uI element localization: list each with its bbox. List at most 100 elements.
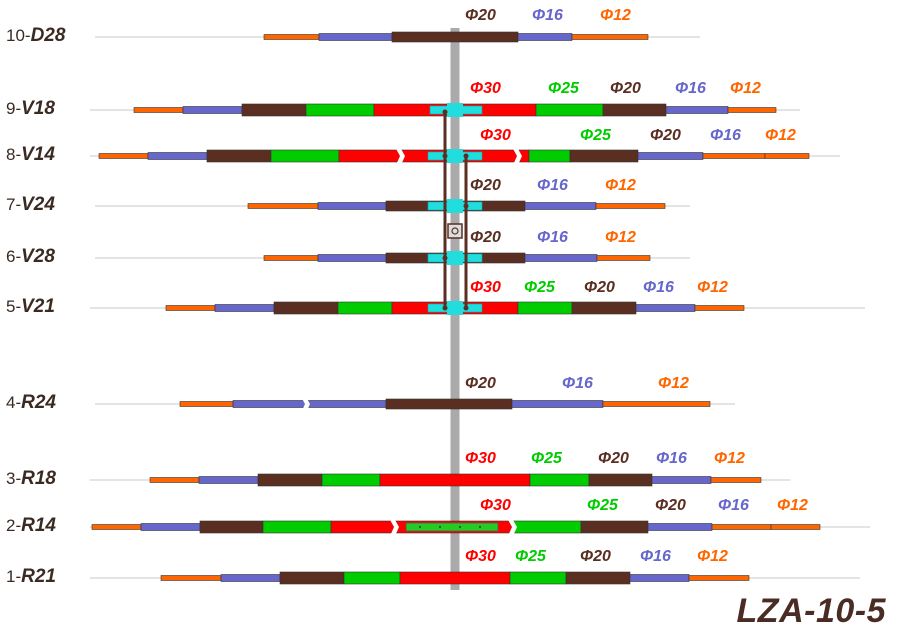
tube-d16 bbox=[220, 574, 281, 582]
element-label: 7-V24 bbox=[6, 195, 55, 215]
element-9 bbox=[160, 571, 750, 585]
element-6 bbox=[179, 395, 711, 413]
clamp-block bbox=[447, 199, 463, 213]
diameter-label: Φ20 bbox=[580, 548, 611, 565]
diameter-label: Φ20 bbox=[584, 279, 615, 296]
element-label: 2-R14 bbox=[6, 516, 56, 536]
element-number: 2- bbox=[6, 516, 22, 535]
element-number: 4- bbox=[6, 393, 22, 412]
tube-d12 bbox=[727, 107, 777, 113]
element-number: 9- bbox=[6, 99, 22, 118]
diameter-label: Φ16 bbox=[710, 127, 741, 144]
tube-d25 bbox=[305, 103, 375, 117]
element-name: D28 bbox=[30, 25, 66, 46]
element-name: R14 bbox=[21, 515, 56, 536]
tube-d12 bbox=[764, 153, 810, 159]
tube-d12 bbox=[179, 401, 234, 407]
element-name: V21 bbox=[21, 296, 55, 317]
tube-d16 bbox=[147, 152, 208, 160]
diameter-label: Φ16 bbox=[718, 497, 749, 514]
tube-d16 bbox=[524, 254, 598, 262]
element-label: 3-R18 bbox=[6, 469, 56, 489]
element-number: 3- bbox=[6, 469, 22, 488]
tube-d20 bbox=[569, 149, 639, 163]
element-number: 10- bbox=[6, 26, 31, 45]
tube-d25 bbox=[270, 149, 340, 163]
diameter-label: Φ25 bbox=[580, 127, 612, 144]
tube-d16 bbox=[317, 202, 387, 210]
tube-d20 bbox=[602, 103, 667, 117]
rivet bbox=[419, 526, 421, 528]
clamp-block bbox=[447, 301, 463, 315]
split-gap bbox=[395, 147, 405, 165]
tube-d20 bbox=[391, 31, 519, 43]
diameter-label: Φ12 bbox=[697, 548, 728, 565]
diameter-label: Φ12 bbox=[777, 497, 808, 514]
diameter-label: Φ25 bbox=[531, 450, 563, 467]
rivet bbox=[439, 526, 441, 528]
tube-d20 bbox=[580, 520, 649, 534]
tube-d16 bbox=[665, 106, 729, 114]
rod-joint bbox=[463, 153, 469, 159]
tube-d20 bbox=[206, 149, 272, 163]
tube-d20 bbox=[199, 520, 264, 534]
insulator-box bbox=[447, 223, 463, 239]
tube-d16 bbox=[524, 202, 597, 210]
element-label: 10-D28 bbox=[6, 26, 65, 46]
tube-d16 bbox=[317, 254, 387, 262]
tube-d25 bbox=[337, 301, 393, 315]
diameter-label: Φ12 bbox=[765, 127, 796, 144]
element-5 bbox=[165, 301, 745, 315]
tube-d16 bbox=[140, 523, 201, 531]
rivet bbox=[459, 526, 461, 528]
diameter-label: Φ20 bbox=[465, 7, 496, 24]
tube-d25 bbox=[511, 520, 582, 534]
split-gap bbox=[512, 147, 522, 165]
split-gap bbox=[389, 518, 399, 536]
tube-d16 bbox=[198, 476, 259, 484]
tube-d25 bbox=[262, 520, 332, 534]
diameter-label: Φ30 bbox=[470, 80, 501, 97]
diameter-label: Φ30 bbox=[465, 450, 496, 467]
inner-insert bbox=[405, 522, 499, 532]
tube-d16 bbox=[637, 152, 704, 160]
tube-d12 bbox=[596, 255, 651, 261]
split-gap bbox=[507, 518, 517, 536]
tube-d16 bbox=[635, 304, 696, 312]
element-label: 6-V28 bbox=[6, 247, 55, 267]
tube-d20 bbox=[279, 571, 345, 585]
element-number: 8- bbox=[6, 145, 22, 164]
element-name: R18 bbox=[21, 468, 56, 489]
rivet bbox=[479, 526, 481, 528]
tube-d30 bbox=[379, 473, 531, 487]
tube-d20 bbox=[565, 571, 631, 585]
clamp-block bbox=[447, 149, 463, 163]
diameter-label: Φ12 bbox=[600, 7, 631, 24]
tube-d25 bbox=[535, 103, 604, 117]
tube-d16 bbox=[182, 106, 243, 114]
element-7 bbox=[149, 473, 762, 487]
element-name: R24 bbox=[21, 392, 56, 413]
tube-d25 bbox=[529, 473, 590, 487]
rod-joint bbox=[442, 305, 448, 311]
diameter-label: Φ20 bbox=[470, 177, 501, 194]
element-label: 4-R24 bbox=[6, 393, 56, 413]
tube-d12 bbox=[165, 305, 216, 311]
tube-d16 bbox=[318, 33, 393, 41]
element-name: V14 bbox=[21, 144, 55, 165]
tube-d16 bbox=[651, 476, 712, 484]
tube-d25 bbox=[528, 149, 571, 163]
element-number: 6- bbox=[6, 247, 22, 266]
diameter-label: Φ25 bbox=[515, 548, 547, 565]
rod-joint bbox=[442, 153, 448, 159]
rod-joint bbox=[463, 203, 469, 209]
diameter-label: Φ12 bbox=[714, 450, 745, 467]
diameter-label: Φ12 bbox=[605, 229, 636, 246]
diameter-label: Φ12 bbox=[605, 177, 636, 194]
tube-d12 bbox=[98, 153, 149, 159]
element-label: 9-V18 bbox=[6, 99, 55, 119]
tube-d12 bbox=[710, 477, 762, 483]
tube-d12 bbox=[688, 575, 750, 581]
tube-d30 bbox=[399, 571, 511, 585]
